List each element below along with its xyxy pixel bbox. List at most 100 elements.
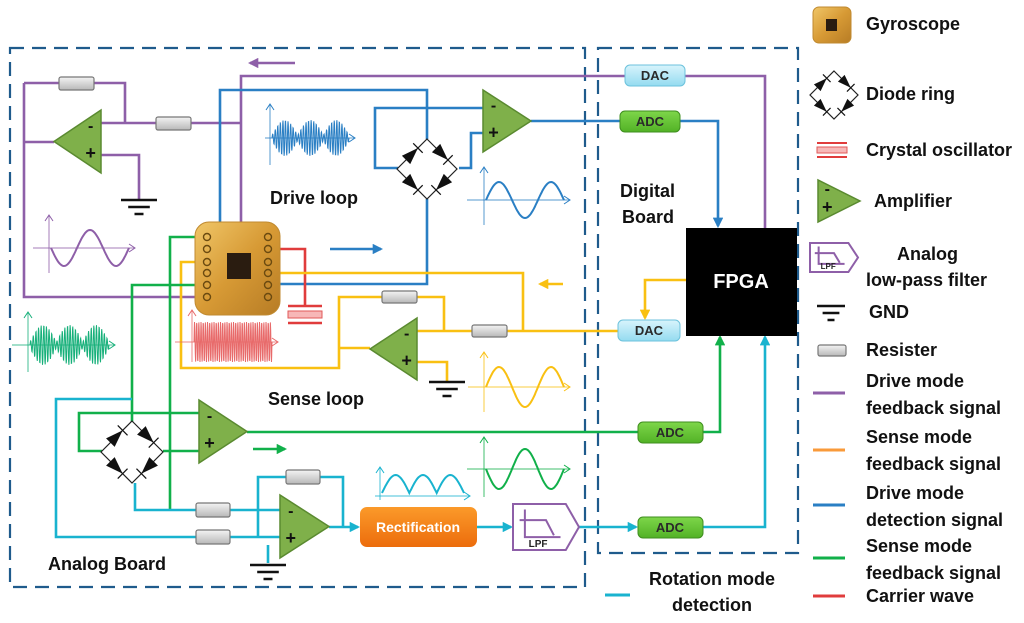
carrier-waveform (175, 309, 279, 363)
adc-rotation-block: ADC (637, 516, 704, 539)
digital-board-label-2: Board (622, 207, 674, 227)
fpga-block: FPGA (686, 228, 797, 336)
resistor (285, 469, 321, 485)
digital-board-border (596, 46, 800, 555)
plus-sign: + (401, 350, 412, 370)
plus-sign: + (85, 143, 96, 163)
resistor (471, 324, 508, 338)
legend-drive-fb-label-2: feedback signal (866, 398, 1001, 418)
legend-gyroscope-icon (812, 6, 852, 44)
drive-feedback-sine-waveform (33, 214, 136, 273)
legend-carrier-label: Carrier wave (866, 586, 974, 606)
legend-lpf-icon: LPF (809, 242, 860, 273)
digital-board-label-1: Digital (620, 181, 675, 201)
rectification-block: Rectification (360, 507, 477, 547)
sense-feedback-sine-waveform (468, 351, 571, 412)
ground-icon (250, 563, 286, 581)
sense-detection-sine-waveform (467, 436, 571, 497)
minus-sign: - (288, 503, 293, 520)
lpf-label: LPF (821, 262, 836, 271)
adc-drive-label: ADC (636, 114, 665, 129)
adc-sense-block: ADC (637, 421, 704, 444)
minus-sign: - (404, 325, 409, 342)
resistor (195, 502, 231, 518)
sense-loop-label: Sense loop (268, 389, 364, 409)
adc-rotation-label: ADC (656, 520, 685, 535)
legend-gnd-label: GND (869, 302, 909, 322)
chip-pin (202, 232, 212, 242)
sense-feedback-green-wires (77, 235, 726, 510)
drive-feedback-amplifier: -+ (52, 108, 102, 175)
plus-sign: + (822, 197, 833, 217)
legend-amplifier-icon: -+ (817, 178, 862, 224)
legend-crystal-label: Crystal oscillator (866, 140, 1012, 160)
legend-gyroscope-label: Gyroscope (866, 14, 960, 34)
adc-drive-block: ADC (619, 110, 681, 133)
rectified-waveform (375, 466, 471, 501)
dac-bottom-label: DAC (635, 323, 664, 338)
legend-amplifier-label: Amplifier (874, 191, 952, 211)
dac-top-block: DAC (624, 64, 686, 87)
sense-feedback-amplifier: -+ (368, 316, 418, 382)
adc-sense-label: ADC (656, 425, 685, 440)
chip-pin (202, 268, 212, 278)
diode-ring-sense (100, 420, 164, 484)
rotation-label-1: Rotation mode (649, 569, 775, 589)
chip-pin (202, 244, 212, 254)
chip-pin (263, 280, 273, 290)
analog-board-label: Analog Board (48, 554, 166, 574)
legend-diode-ring-icon (809, 70, 859, 120)
legend-resistor-icon (817, 344, 847, 357)
ground-icon (429, 380, 465, 398)
drive-detection-amplifier: -+ (482, 88, 533, 154)
minus-sign: - (825, 181, 830, 198)
legend-drive-det-label-1: Drive mode (866, 483, 964, 503)
carrier-wires (267, 243, 307, 305)
drive-modulated-waveform (265, 103, 356, 165)
chip-pin (202, 292, 212, 302)
rotation-detection-wires (54, 334, 771, 563)
dac-top-label: DAC (641, 68, 670, 83)
chip-pin (263, 292, 273, 302)
diode-ring-drive (396, 138, 458, 200)
minus-sign: - (491, 97, 496, 114)
minus-sign: - (88, 118, 93, 135)
dac-bottom-block: DAC (617, 319, 681, 342)
legend: Gyroscope Diode ring Crystal oscillator … (812, 6, 1012, 606)
legend-diode-ring-label: Diode ring (866, 84, 955, 104)
legend-sense-fb2-label-1: Sense mode (866, 536, 972, 556)
chip-pin (202, 280, 212, 290)
resistor (195, 529, 231, 545)
lpf-block: LPF (512, 503, 581, 551)
gyroscope-chip (194, 221, 281, 316)
resistor (381, 290, 418, 304)
rotation-label-2: detection (672, 595, 752, 615)
legend-drive-fb-label-1: Drive mode (866, 371, 964, 391)
legend-lpf-label-2: low-pass filter (866, 270, 987, 290)
chip-pin (263, 232, 273, 242)
ground-icon (121, 198, 157, 216)
legend-resister-label: Resister (866, 340, 937, 360)
legend-sense-fb-label-1: Sense mode (866, 427, 972, 447)
legend-drive-det-label-2: detection signal (866, 510, 1003, 530)
rotation-amplifier: -+ (279, 493, 331, 560)
drive-detection-sine-waveform (467, 166, 571, 225)
fpga-label: FPGA (713, 271, 769, 293)
plus-sign: + (204, 433, 215, 453)
drive-loop-label: Drive loop (270, 188, 358, 208)
legend-gnd-icon (817, 304, 845, 322)
chip-pin (263, 244, 273, 254)
chip-pin (202, 257, 212, 267)
crystal-oscillator (287, 304, 323, 325)
legend-sense-fb-label-2: feedback signal (866, 454, 1001, 474)
chip-pin (263, 268, 273, 278)
legend-crystal-icon (816, 142, 848, 158)
sense-modulated-waveform (12, 311, 116, 372)
chip-pin (263, 257, 273, 267)
analog-board-border (8, 46, 587, 589)
resistor (155, 116, 192, 131)
minus-sign: - (207, 408, 212, 425)
legend-sense-fb2-label-2: feedback signal (866, 563, 1001, 583)
sense-detection-amplifier: -+ (198, 398, 249, 465)
